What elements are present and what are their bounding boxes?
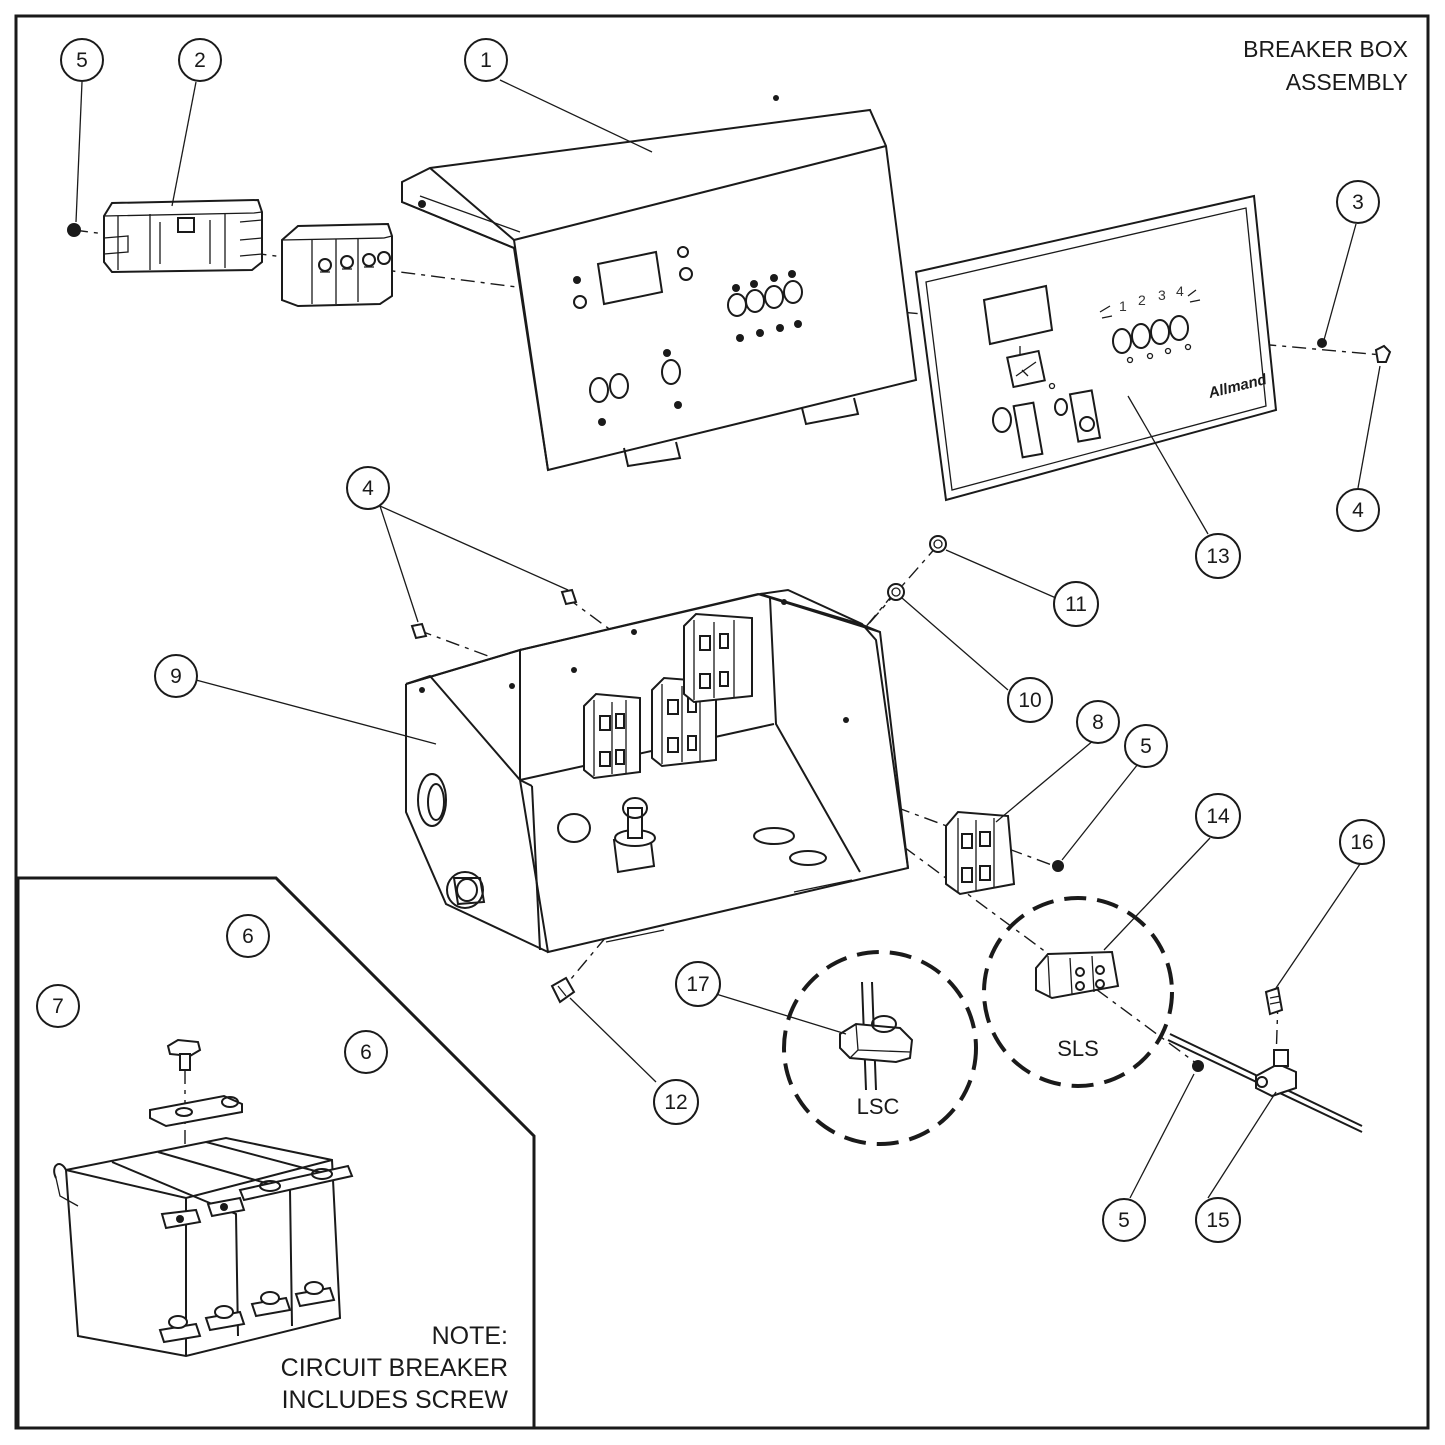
detail-label-sls: SLS xyxy=(1057,1036,1099,1061)
svg-text:5: 5 xyxy=(76,49,88,72)
svg-text:3: 3 xyxy=(1352,191,1364,214)
sensor-part-15 xyxy=(1167,1033,1363,1133)
inset-callout-6-right: 6 xyxy=(344,1030,388,1074)
callout-4-middle: 4 xyxy=(346,466,390,510)
svg-text:13: 13 xyxy=(1206,545,1229,568)
panel-number-1: 1 xyxy=(1119,298,1127,314)
note-line-3: INCLUDES SCREW xyxy=(282,1386,509,1414)
callout-17: 17 xyxy=(675,961,721,1007)
svg-text:4: 4 xyxy=(1352,499,1364,522)
terminal-block-part-exploded xyxy=(945,810,1016,896)
panel-number-3: 3 xyxy=(1158,287,1166,303)
lock-washer-part xyxy=(1317,338,1327,348)
callout-5-top-left: 5 xyxy=(60,38,104,82)
double-breaker-part xyxy=(103,198,263,274)
panel-number-2: 2 xyxy=(1138,292,1146,308)
screw-part xyxy=(67,223,81,237)
svg-text:5: 5 xyxy=(1118,1209,1130,1232)
note-line-1: NOTE: xyxy=(432,1322,508,1350)
inset-callout-6-top: 6 xyxy=(226,914,270,958)
panel-number-4: 4 xyxy=(1176,283,1184,299)
clip-part-16 xyxy=(1264,986,1284,1016)
terminal-block-part-3 xyxy=(683,612,753,704)
nut-part-11 xyxy=(929,535,947,553)
callout-4-right: 4 xyxy=(1336,488,1380,532)
callout-5-middle: 5 xyxy=(1124,724,1168,768)
detail-circle-lsc: LSC xyxy=(782,950,978,1146)
callout-9: 9 xyxy=(154,654,198,698)
callout-2: 2 xyxy=(178,38,222,82)
callout-10: 10 xyxy=(1007,677,1053,723)
callout-8: 8 xyxy=(1076,700,1120,744)
callout-1: 1 xyxy=(464,38,508,82)
callout-11: 11 xyxy=(1053,581,1099,627)
circuit-breaker-detail-inset: 6 7 6 NOTE: CIRCUIT BREAKER INCLUDES SCR… xyxy=(16,876,536,1430)
svg-text:8: 8 xyxy=(1092,711,1104,734)
nut-part-10 xyxy=(887,583,905,601)
note-line-2: CIRCUIT BREAKER xyxy=(281,1354,508,1382)
inset-bar-part xyxy=(149,1094,243,1128)
drawing-border xyxy=(14,14,1430,1430)
svg-text:15: 15 xyxy=(1206,1209,1229,1232)
bolt-part-12 xyxy=(550,976,576,1004)
terminal-block-part-1 xyxy=(583,692,641,780)
svg-text:7: 7 xyxy=(52,995,64,1018)
svg-text:4: 4 xyxy=(362,477,374,500)
screw-part-middle-2 xyxy=(410,622,428,640)
svg-text:1: 1 xyxy=(480,49,492,72)
dashed-center-lines-top xyxy=(73,229,1383,356)
title-line-2: ASSEMBLY xyxy=(1286,69,1408,95)
svg-text:6: 6 xyxy=(242,925,254,948)
svg-text:10: 10 xyxy=(1018,689,1041,712)
svg-text:6: 6 xyxy=(360,1041,372,1064)
svg-text:5: 5 xyxy=(1140,735,1152,758)
title-line-1: BREAKER BOX xyxy=(1243,36,1408,62)
screw-part-middle-1 xyxy=(560,588,578,606)
quad-breaker-part-top xyxy=(281,222,393,308)
screw-part-5c xyxy=(1192,1060,1204,1072)
detail-circle-sls: SLS xyxy=(982,896,1174,1088)
lamp-left-icon xyxy=(1099,305,1113,319)
control-panel-faceplate-part: 1 2 3 4 Allmand xyxy=(914,194,1278,502)
screw-part-right xyxy=(1374,344,1392,363)
inset-callout-7: 7 xyxy=(36,984,80,1028)
callout-16: 16 xyxy=(1339,819,1385,865)
svg-text:2: 2 xyxy=(194,49,206,72)
svg-text:9: 9 xyxy=(170,665,182,688)
detail-label-lsc: LSC xyxy=(857,1094,900,1119)
callout-12: 12 xyxy=(653,1079,699,1125)
enclosure-base-part xyxy=(405,588,910,954)
svg-text:17: 17 xyxy=(686,973,709,996)
inset-quad-breaker-part xyxy=(53,1136,354,1358)
callout-5-bottom: 5 xyxy=(1102,1198,1146,1242)
breaker-box-cover-part xyxy=(401,95,918,472)
svg-text:16: 16 xyxy=(1350,831,1373,854)
svg-text:11: 11 xyxy=(1065,593,1087,616)
svg-text:12: 12 xyxy=(664,1091,687,1114)
svg-text:14: 14 xyxy=(1206,805,1230,828)
screw-part-5b xyxy=(1052,860,1064,872)
callout-15: 15 xyxy=(1195,1197,1241,1243)
callout-13: 13 xyxy=(1195,533,1241,579)
lamp-right-icon xyxy=(1187,289,1201,303)
callout-14: 14 xyxy=(1195,793,1241,839)
callout-3: 3 xyxy=(1336,180,1380,224)
